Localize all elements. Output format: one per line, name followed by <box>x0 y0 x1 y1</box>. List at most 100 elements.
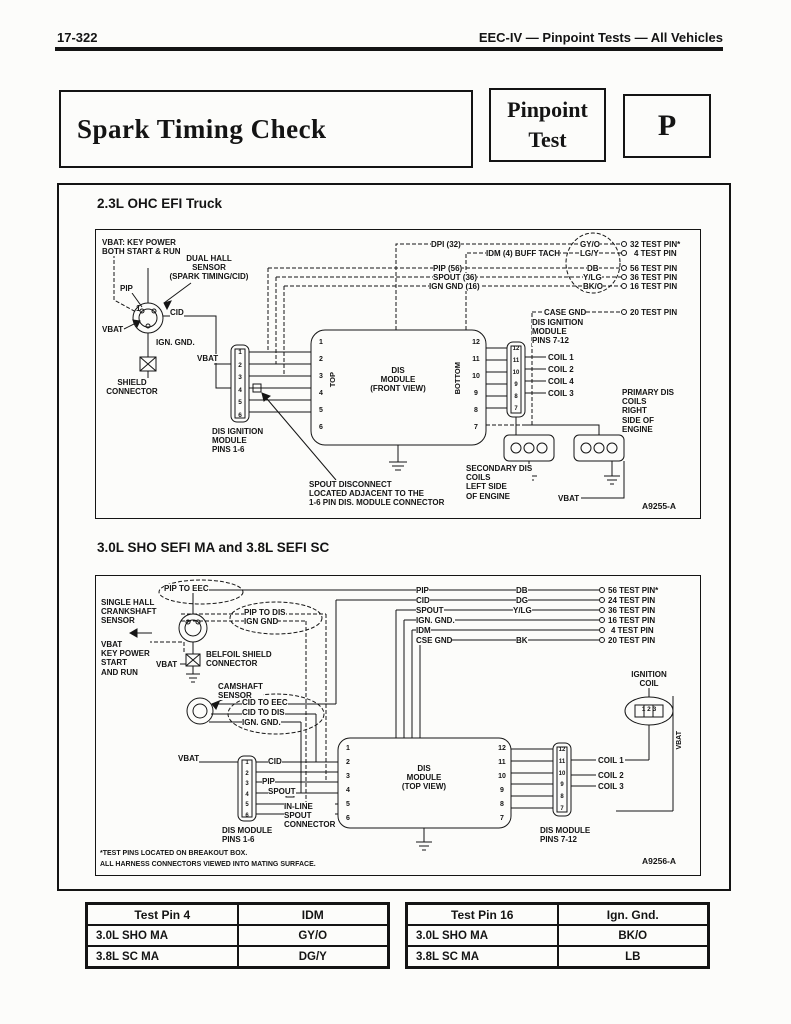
test-pin-56-label: 56 TEST PIN* <box>608 586 659 596</box>
table-header-ign-gnd: Ign. Gnd. <box>557 904 708 925</box>
diagram-panel: 2.3L OHC EFI Truck <box>57 183 731 891</box>
table-cell-color: GY/O <box>237 925 388 946</box>
coil-2-label: COIL 2 <box>548 365 574 375</box>
wire-color-db: DB <box>587 264 599 274</box>
dis-module-pins-1-6-label: DIS MODULE PINS 1-6 <box>222 826 273 845</box>
diagram-ref-a9256: A9256-A <box>642 856 677 867</box>
vbat-left-label: VBAT <box>102 325 124 335</box>
signal-cid-label: CID <box>416 596 430 606</box>
vbat-left-label: VBAT <box>156 660 178 670</box>
vbat-mid-label: VBAT <box>178 754 200 764</box>
wire-color-dg: DG <box>516 596 528 606</box>
vbat-key-power-label: VBAT KEY POWER START AND RUN <box>101 640 150 677</box>
ign-gnd-label: IGN. GND. <box>156 338 195 348</box>
module-right-pin-numbers: 12 11 10 9 8 7 <box>498 745 506 822</box>
table-cell-engine: 3.8L SC MA <box>407 946 558 967</box>
belfoil-shield-connector-symbol <box>185 653 201 683</box>
wiring-diagram-23l: VBAT: KEY POWER BOTH START & RUN DUAL HA… <box>95 229 701 519</box>
coil-4-label: COIL 4 <box>548 377 574 387</box>
table-cell-color: DG/Y <box>237 946 388 967</box>
test-pin-4-label: 4 TEST PIN <box>634 249 677 259</box>
camshaft-sensor-symbol <box>186 697 214 725</box>
pip-to-dis-callout-ellipse <box>229 601 323 635</box>
test-pin-4-table: Test Pin 4 IDM 3.0L SHO MA GY/O 3.8L SC … <box>85 902 390 969</box>
table-cell-engine: 3.8L SC MA <box>87 946 238 967</box>
wire-color-callout-ellipse <box>565 232 621 294</box>
test-pin-terminals <box>599 587 605 643</box>
module-bottom-side-label: BOTTOM <box>453 362 462 395</box>
test-pin-32-label: 32 TEST PIN* <box>630 240 681 250</box>
test-pin-16-label: 16 TEST PIN <box>608 616 656 626</box>
connector-1-6-pin-numbers: 1 2 3 4 5 6 <box>245 760 249 819</box>
case-gnd-label: CASE GND <box>544 308 587 318</box>
crankshaft-sensor-symbol <box>178 613 208 643</box>
connector-7-12-pin-numbers: 12 11 10 9 8 7 <box>558 747 566 812</box>
wire-color-bko: BK/O <box>583 282 603 292</box>
vbat-bottom-label: VBAT <box>558 494 580 504</box>
wire-color-lgy: LG/Y <box>580 249 599 259</box>
coil-1-label: COIL 1 <box>548 353 574 363</box>
spout-disconnect-label: SPOUT DISCONNECT LOCATED ADJACENT TO THE… <box>309 480 445 508</box>
dis-connector-pins-1-6 <box>237 755 257 822</box>
footnote-harness: ALL HARNESS CONNECTORS VIEWED INTO MATIN… <box>100 861 316 870</box>
single-hall-crankshaft-sensor-label: SINGLE HALL CRANKSHAFT SENSOR <box>101 598 157 626</box>
coil-2-label: COIL 2 <box>598 771 624 781</box>
test-letter-box: P <box>623 94 711 158</box>
cid-to-dis-label: CID TO DIS <box>242 708 285 718</box>
diagram-ref-a9255: A9255-A <box>642 501 677 512</box>
signal-idm-label: IDM <box>416 626 431 636</box>
signal-cse-gnd-label: CSE GND <box>416 636 453 646</box>
test-pin-16-table: Test Pin 16 Ign. Gnd. 3.0L SHO MA BK/O 3… <box>405 902 710 969</box>
wiring-diagram-30l-38l: PIP TO EEC SINGLE HALL CRANKSHAFT SENSOR… <box>95 575 701 876</box>
module-left-pin-numbers: 1 2 3 4 5 6 <box>319 339 323 431</box>
idm-4-buff-tach-label: IDM (4) BUFF TACH <box>486 249 561 259</box>
pip-to-eec-label: PIP TO EEC <box>164 584 209 594</box>
dis-module-pins-7-12-label: DIS MODULE PINS 7-12 <box>540 826 591 845</box>
spout-label: SPOUT <box>268 787 296 797</box>
signal-ign-gnd-label: IGN. GND. <box>416 616 455 626</box>
spark-timing-check-title-box: Spark Timing Check <box>59 90 473 168</box>
test-pin-36-label: 36 TEST PIN <box>608 606 656 616</box>
test-pin-20-label: 20 TEST PIN <box>630 308 678 318</box>
pip-to-dis-label: PIP TO DIS <box>244 608 286 618</box>
page-title: Spark Timing Check <box>77 113 327 144</box>
header-rule <box>55 47 723 51</box>
coil-3-label: COIL 3 <box>548 389 574 399</box>
test-pin-16-label: 16 TEST PIN <box>630 282 678 292</box>
ground-symbol <box>604 461 620 485</box>
module-top-side-label: TOP <box>328 372 337 388</box>
ign-gnd-16-label: IGN GND (16) <box>429 282 480 292</box>
wiring-lines-30l-38l <box>128 579 674 851</box>
pip-56-label: PIP (56) <box>433 264 463 274</box>
pinpoint-test-label: Pinpoint Test <box>507 97 588 152</box>
belfoil-shield-connector-label: BELFOIL SHIELD CONNECTOR <box>206 650 272 669</box>
dis-ignition-pins-7-12-label: DIS IGNITION MODULE PINS 7-12 <box>532 318 584 346</box>
vbat-key-power-label: VBAT: KEY POWER BOTH START & RUN <box>102 238 181 257</box>
camshaft-sensor-label: CAMSHAFT SENSOR <box>218 682 263 701</box>
pip-label: PIP <box>262 777 275 787</box>
primary-coils-label: PRIMARY DIS COILS RIGHT SIDE OF ENGINE <box>622 388 675 434</box>
ground-symbol <box>416 828 432 851</box>
table-cell-engine: 3.0L SHO MA <box>87 925 238 946</box>
signal-spout-label: SPOUT <box>416 606 444 616</box>
section-title-23l: 2.3L OHC EFI Truck <box>97 196 223 211</box>
test-pin-56-label: 56 TEST PIN <box>630 264 678 274</box>
test-letter: P <box>657 109 677 142</box>
secondary-coil-pack-symbol <box>503 434 555 462</box>
page-number: 17-322 <box>57 30 98 45</box>
wire-color-gyo: GY/O <box>580 240 601 250</box>
wire-color-bk: BK <box>516 636 528 646</box>
table-cell-engine: 3.0L SHO MA <box>407 925 558 946</box>
dis-module-front-label: DIS MODULE (FRONT VIEW) <box>370 366 426 394</box>
ign-gnd-2-label: IGN. GND. <box>242 718 281 728</box>
test-pin-terminals <box>621 241 627 315</box>
coil-3-label: COIL 3 <box>598 782 624 792</box>
signal-pip-label: PIP <box>416 586 429 596</box>
ign-gnd-top-label: IGN GND <box>244 617 279 627</box>
test-pin-4-label: 4 TEST PIN <box>611 626 654 636</box>
wire-color-ylg: Y/LG <box>583 273 602 283</box>
test-pin-20-label: 20 TEST PIN <box>608 636 656 646</box>
vbat-mid-label: VBAT <box>197 354 219 364</box>
secondary-coils-label: SECONDARY DIS COILS LEFT SIDE OF ENGINE <box>466 464 533 501</box>
